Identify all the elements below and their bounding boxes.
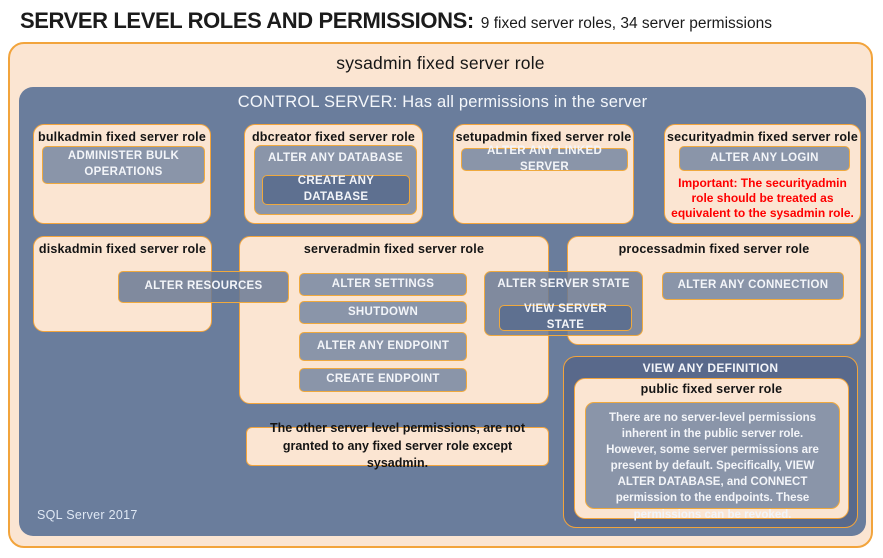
permission-administer-bulk-operations: ADMINISTER BULK OPERATIONS (42, 146, 205, 184)
bulkadmin-role-box: bulkadmin fixed server role ADMINISTER B… (33, 124, 211, 224)
securityadmin-role-box: securityadmin fixed server role ALTER AN… (664, 124, 861, 224)
permission-alter-any-endpoint: ALTER ANY ENDPOINT (299, 332, 467, 361)
permission-alter-any-linked-server: ALTER ANY LINKED SERVER (461, 145, 628, 173)
processadmin-role-label: processadmin fixed server role (618, 242, 810, 256)
permission-alter-any-login: ALTER ANY LOGIN (679, 146, 850, 171)
permission-create-endpoint: CREATE ENDPOINT (299, 368, 467, 392)
permission-alter-server-state: ALTER SERVER STATE (497, 278, 630, 290)
bulkadmin-role-label: bulkadmin fixed server role (38, 130, 206, 144)
permission-create-any-database: CREATE ANY DATABASE (262, 175, 410, 205)
control-server-box: CONTROL SERVER: Has all permissions in t… (19, 87, 866, 536)
dbcreator-role-label: dbcreator fixed server role (251, 130, 416, 144)
permission-alter-settings: ALTER SETTINGS (299, 273, 467, 296)
processadmin-role-box: processadmin fixed server role ALTER ANY… (567, 236, 861, 345)
public-role-description: There are no server-level permissions in… (585, 402, 840, 521)
view-any-definition-box: VIEW ANY DEFINITION public fixed server … (563, 356, 858, 528)
page-title-sub: 9 fixed server roles, 34 server permissi… (480, 15, 772, 32)
public-role-label: public fixed server role (640, 382, 783, 396)
permission-alter-any-database: ALTER ANY DATABASE (267, 152, 404, 164)
sysadmin-role-box: sysadmin fixed server role CONTROL SERVE… (8, 42, 873, 548)
dbcreator-role-box: dbcreator fixed server role ALTER ANY DA… (244, 124, 423, 224)
sql-server-version-label: SQL Server 2017 (37, 508, 138, 522)
public-role-box: public fixed server role There are no se… (574, 378, 849, 521)
setupadmin-role-box: setupadmin fixed server role ALTER ANY L… (453, 124, 634, 224)
securityadmin-warning-text: Important: The securityadmin role should… (671, 176, 854, 220)
permission-shutdown: SHUTDOWN (299, 301, 467, 324)
setupadmin-role-label: setupadmin fixed server role (455, 130, 632, 144)
permission-view-any-definition: VIEW ANY DEFINITION (642, 361, 779, 375)
sysadmin-role-label: sysadmin fixed server role (336, 53, 545, 73)
page-title: SERVER LEVEL ROLES AND PERMISSIONS: 9 fix… (20, 8, 772, 34)
page-title-main: SERVER LEVEL ROLES AND PERMISSIONS: (20, 8, 474, 33)
diskadmin-role-label: diskadmin fixed server role (38, 242, 207, 256)
permission-view-server-state: VIEW SERVER STATE (499, 303, 632, 331)
serveradmin-role-label: serveradmin fixed server role (303, 242, 485, 256)
permission-alter-resources: ALTER RESOURCES (118, 271, 289, 303)
permission-alter-any-connection: ALTER ANY CONNECTION (662, 272, 844, 300)
permission-group-alter-any-database: ALTER ANY DATABASE CREATE ANY DATABASE (254, 145, 417, 215)
other-permissions-note: The other server level permissions, are … (246, 421, 549, 470)
permission-group-alter-server-state: ALTER SERVER STATE VIEW SERVER STATE (484, 271, 643, 336)
control-server-label: CONTROL SERVER: Has all permissions in t… (237, 93, 648, 111)
securityadmin-role-label: securityadmin fixed server role (666, 130, 858, 144)
